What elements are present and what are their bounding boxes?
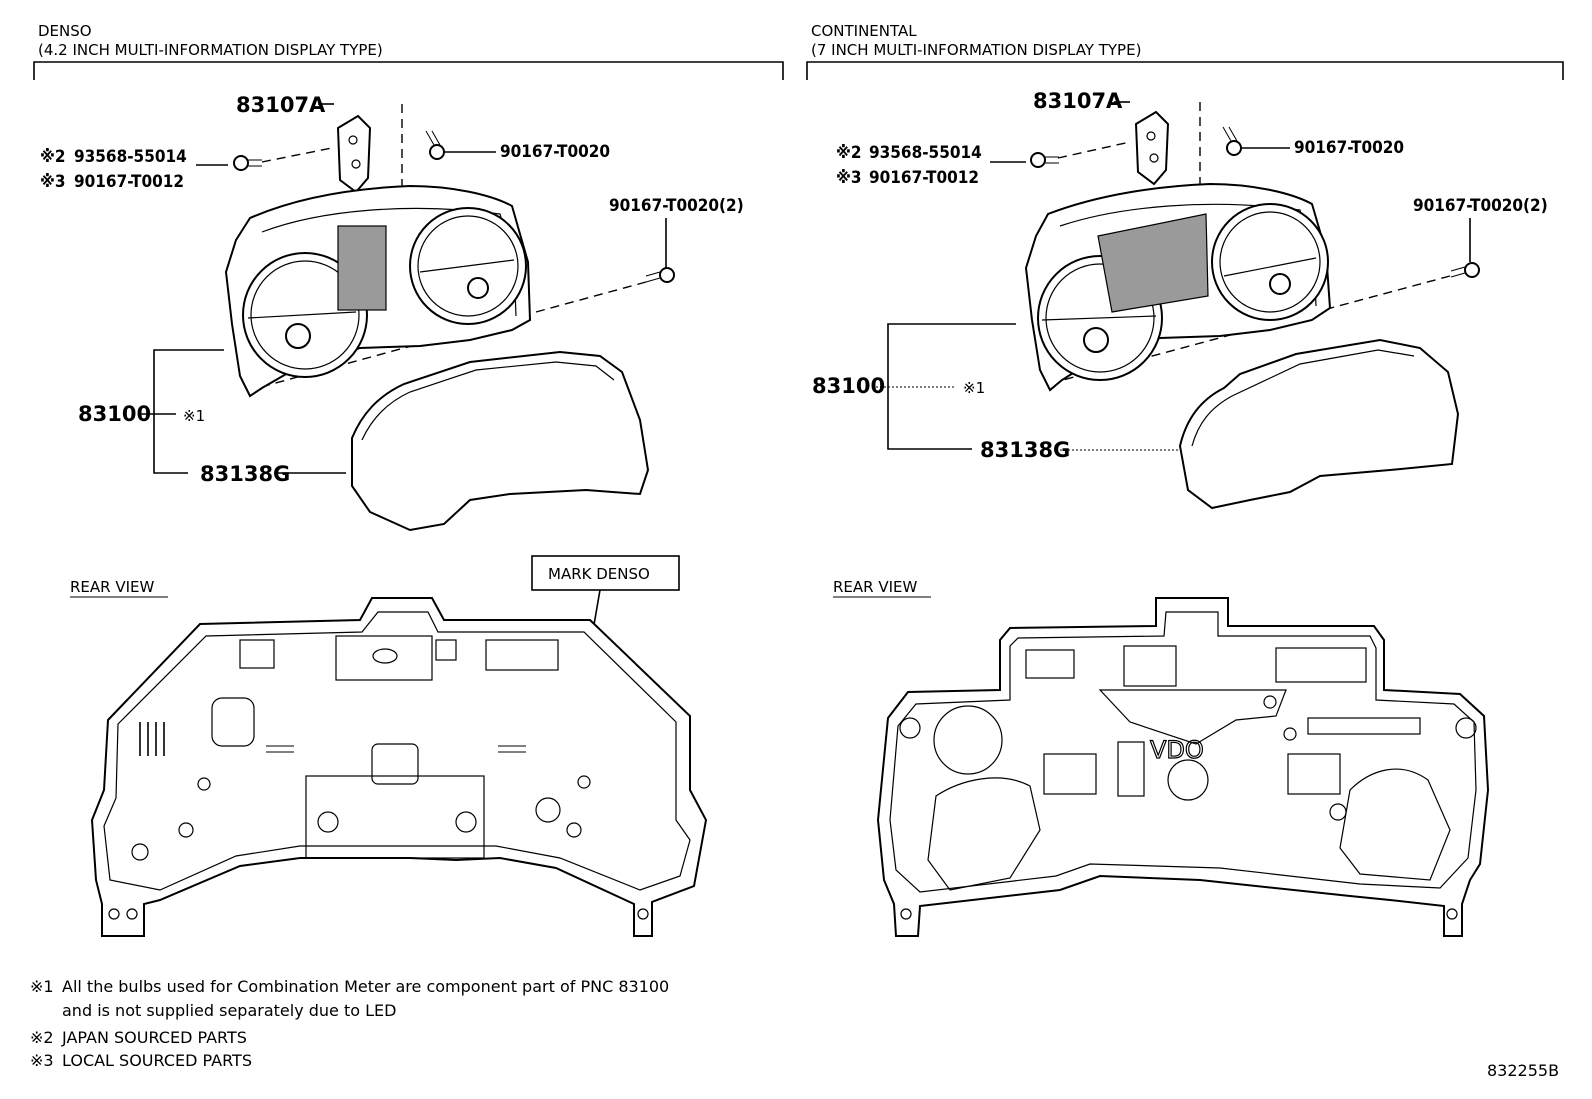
- left-panel-title: DENSO: [38, 22, 92, 40]
- right-label-93568-55014[interactable]: 93568-55014: [869, 143, 982, 163]
- left-lens-83138g: [351, 350, 650, 532]
- left-rear-view-label: REAR VIEW: [70, 578, 155, 596]
- right-bracket-83100: [887, 323, 1016, 450]
- right-rear-view-meter: VDO: [876, 597, 1490, 937]
- left-ref-local-mark: ※3: [40, 172, 66, 192]
- right-panel-subtitle: (7 INCH MULTI-INFORMATION DISPLAY TYPE): [811, 41, 1141, 59]
- note-1-mark: ※1: [30, 977, 54, 996]
- left-dash-1: [261, 147, 333, 163]
- right-label-83100[interactable]: 83100: [812, 374, 885, 398]
- right-label-83107a[interactable]: 83107A: [1033, 89, 1123, 113]
- left-label-93568-55014[interactable]: 93568-55014: [74, 147, 187, 167]
- left-ref-japan-mark: ※2: [40, 147, 66, 167]
- right-bracket-83107a: [1134, 110, 1170, 186]
- note-2-text: JAPAN SOURCED PARTS: [61, 1028, 247, 1047]
- right-gauge-speedometer: [1211, 203, 1329, 321]
- right-ref-local-mark: ※3: [836, 168, 862, 188]
- right-label-83138g[interactable]: 83138G: [980, 438, 1070, 462]
- left-label-83138g[interactable]: 83138G: [200, 462, 290, 486]
- right-screw-top: [1222, 126, 1242, 156]
- left-dash-3: [249, 281, 647, 391]
- left-label-83107a[interactable]: 83107A: [236, 93, 326, 117]
- right-label-screw-top[interactable]: 90167-T0020: [1294, 138, 1404, 158]
- right-screw-side: [1450, 262, 1480, 278]
- right-dash-1: [1057, 141, 1131, 159]
- right-lens-83138g: [1178, 338, 1460, 510]
- left-screw-side: [645, 267, 675, 283]
- left-bracket-83100: [153, 349, 224, 474]
- left-screw-93568: [233, 155, 262, 171]
- right-panel-title: CONTINENTAL: [811, 22, 917, 40]
- right-panel-bracket-line: [806, 61, 1564, 80]
- left-screw-top: [425, 130, 445, 160]
- left-rear-view-meter: [90, 597, 708, 937]
- left-label-83100[interactable]: 83100: [78, 402, 151, 426]
- right-rear-view-label: REAR VIEW: [833, 578, 918, 596]
- note-1-text: All the bulbs used for Combination Meter…: [62, 977, 669, 996]
- left-meter-assembly: [224, 184, 532, 398]
- footnotes: ※1 All the bulbs used for Combination Me…: [30, 977, 669, 1070]
- left-panel: DENSO (4.2 INCH MULTI-INFORMATION DISPLA…: [33, 22, 784, 937]
- right-display-panel: [1098, 214, 1208, 312]
- left-mark-denso-label: MARK DENSO: [548, 565, 650, 583]
- left-display-panel: [338, 226, 386, 310]
- right-ref-japan-mark: ※2: [836, 143, 862, 163]
- note-2-mark: ※2: [30, 1028, 54, 1047]
- right-meter-assembly: [1024, 182, 1332, 392]
- left-panel-bracket-line: [33, 61, 784, 80]
- note-1-continued: and is not supplied separately due to LE…: [62, 1001, 396, 1020]
- left-bracket-83107a: [336, 114, 372, 194]
- right-label-screw-side[interactable]: 90167-T0020(2): [1413, 196, 1548, 216]
- left-mark-denso-box: [531, 555, 680, 591]
- figure-id: 832255B: [1487, 1061, 1559, 1080]
- right-screw-93568: [1030, 152, 1059, 168]
- right-panel: CONTINENTAL (7 INCH MULTI-INFORMATION DI…: [806, 22, 1564, 937]
- left-label-screw-top[interactable]: 90167-T0020: [500, 142, 610, 162]
- note-3-text: LOCAL SOURCED PARTS: [62, 1051, 252, 1070]
- note-3-mark: ※3: [30, 1051, 54, 1070]
- right-label-90167-t0012[interactable]: 90167-T0012: [869, 168, 979, 188]
- right-label-mark1: ※1: [963, 379, 985, 397]
- left-panel-subtitle: (4.2 INCH MULTI-INFORMATION DISPLAY TYPE…: [38, 41, 383, 59]
- left-label-mark1: ※1: [183, 407, 205, 425]
- left-label-screw-side[interactable]: 90167-T0020(2): [609, 196, 744, 216]
- left-label-90167-t0012[interactable]: 90167-T0012: [74, 172, 184, 192]
- right-vdo-mark: VDO: [1150, 736, 1204, 764]
